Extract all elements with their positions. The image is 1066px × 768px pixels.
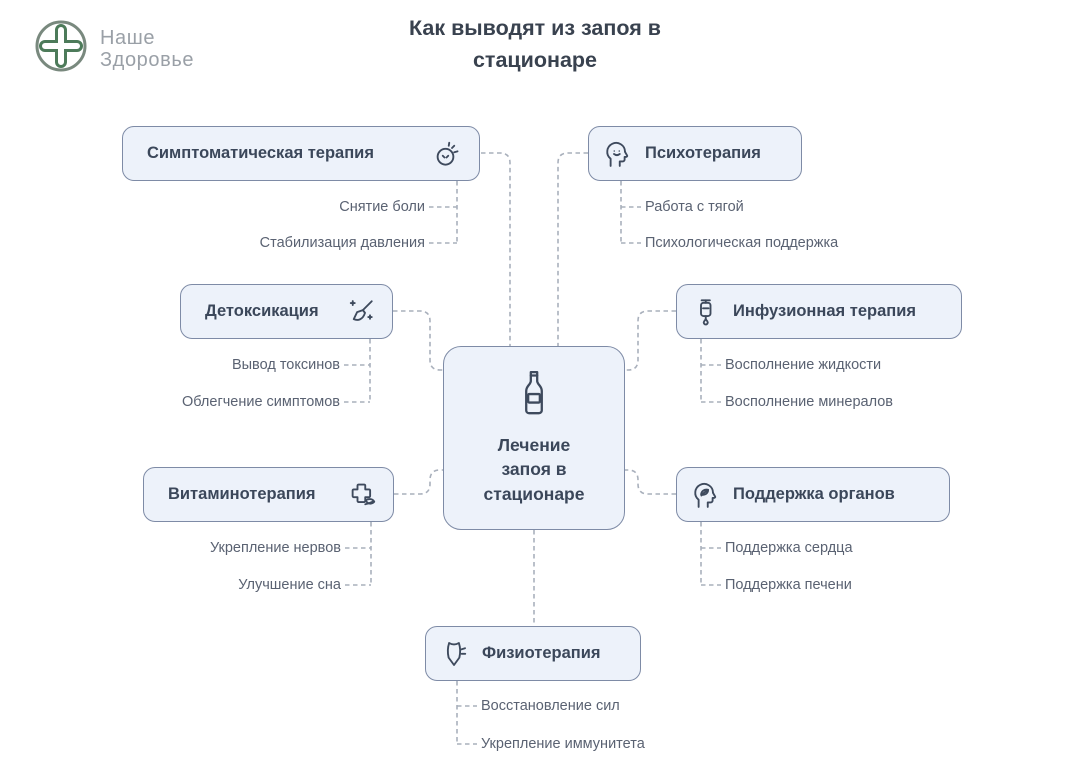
- brand-name: Наше Здоровье: [100, 27, 194, 71]
- branch-symptomatic-therapy: Симптоматическая терапия: [122, 126, 480, 181]
- page-title: Как выводят из запоя в стационаре: [409, 16, 661, 73]
- branch-label: Витаминотерапия: [168, 485, 316, 503]
- branch-label: Физиотерапия: [482, 644, 601, 662]
- branch-child: Поддержка сердца: [725, 540, 853, 556]
- branch-child: Работа с тягой: [645, 199, 744, 215]
- branch-child: Снятие боли: [339, 199, 425, 215]
- central-topic-node: Лечение запоя в стационаре: [443, 346, 625, 530]
- branch-child: Восстановление сил: [481, 698, 620, 714]
- medical-cross-logo-icon: [33, 18, 89, 79]
- branch-child: Психологическая поддержка: [645, 235, 839, 251]
- branch-label: Психотерапия: [645, 144, 761, 162]
- broom-sparkles-icon: [346, 297, 376, 327]
- brand-logo: Наше Здоровье: [33, 18, 194, 79]
- branch-child: Улучшение сна: [238, 577, 341, 593]
- branch-child: Поддержка печени: [725, 577, 852, 593]
- brand-name-line1: Наше: [100, 26, 156, 49]
- branch-psychotherapy: Психотерапия: [588, 126, 802, 181]
- head-smile-icon: [602, 139, 632, 169]
- iv-drip-icon: [690, 297, 720, 327]
- massage-icon: [439, 639, 469, 669]
- headache-icon: [433, 139, 463, 169]
- brand-name-line2: Здоровье: [100, 48, 195, 71]
- branch-child: Стабилизация давления: [259, 235, 425, 251]
- branch-organ-support: Поддержка органов: [676, 467, 950, 522]
- branch-child: Восполнение минералов: [725, 394, 893, 410]
- branch-label: Симптоматическая терапия: [147, 144, 374, 162]
- central-topic-label: Лечение запоя в стационаре: [483, 434, 585, 504]
- branch-label: Инфузионная терапия: [733, 302, 916, 320]
- bottle-icon: [521, 370, 547, 421]
- branch-vitamin-therapy: Витаминотерапия: [143, 467, 394, 522]
- branch-label: Детоксикация: [205, 302, 319, 320]
- branch-child: Облегчение симптомов: [181, 394, 340, 410]
- branch-child: Восполнение жидкости: [725, 357, 882, 373]
- branch-child: Вывод токсинов: [231, 357, 340, 373]
- cross-leaf-icon: [347, 480, 377, 510]
- branch-child: Укрепление нервов: [209, 540, 341, 556]
- branch-label: Поддержка органов: [733, 485, 895, 503]
- branch-infusion-therapy: Инфузионная терапия: [676, 284, 962, 339]
- head-leaf-icon: [690, 480, 720, 510]
- branch-detox: Детоксикация: [180, 284, 393, 339]
- branch-child: Укрепление иммунитета: [481, 736, 645, 752]
- branch-physiotherapy: Физиотерапия: [425, 626, 641, 681]
